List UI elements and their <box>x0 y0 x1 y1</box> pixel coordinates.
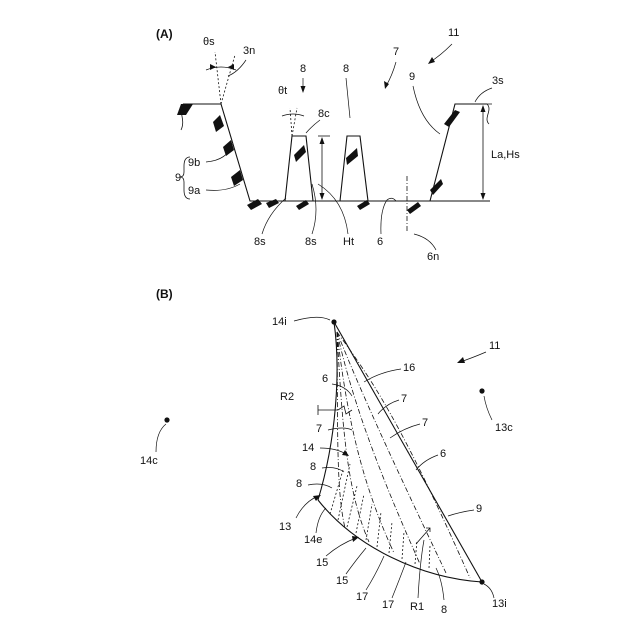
label-9: 9 <box>409 71 415 83</box>
panel-b-plan-view: (B) <box>140 287 513 616</box>
panel-b-label: (B) <box>156 287 173 301</box>
label-7-a: 7 <box>401 393 407 405</box>
block-inner-edge <box>318 322 337 500</box>
label-3s: 3s <box>492 75 504 87</box>
label-8c: 8c <box>318 108 330 120</box>
label-6-a: 6 <box>322 373 328 385</box>
right-break-line <box>487 104 489 124</box>
label-r2: R2 <box>280 391 294 403</box>
label-15-a: 15 <box>316 557 328 569</box>
label-14: 14 <box>302 442 314 454</box>
label-11-b: 11 <box>489 340 500 352</box>
label-8-c: 8 <box>441 604 447 616</box>
block-arc-edge-14e <box>318 500 482 582</box>
label-13: 13 <box>279 521 291 533</box>
label-14i: 14i <box>272 316 287 328</box>
label-16: 16 <box>403 362 415 374</box>
label-17-a: 17 <box>356 591 368 603</box>
label-r1: R1 <box>410 601 424 613</box>
point-13c <box>479 388 484 393</box>
point-14i <box>331 319 336 324</box>
label-14e: 14e <box>304 534 322 546</box>
point-13i <box>479 579 484 584</box>
theta-t-label: θt <box>278 85 287 97</box>
label-3n: 3n <box>243 45 255 57</box>
label-6n: 6n <box>427 251 439 263</box>
label-8-a: 8 <box>310 461 316 473</box>
label-8-a: 8 <box>300 63 306 75</box>
label-8s-2: 8s <box>305 236 317 248</box>
label-9-b: 9 <box>476 503 482 515</box>
label-6-b: 6 <box>440 448 446 460</box>
label-11: 11 <box>448 27 459 39</box>
label-7-c: 7 <box>422 417 428 429</box>
label-17-b: 17 <box>382 599 394 611</box>
label-13c: 13c <box>495 422 513 434</box>
label-9b: 9b <box>188 157 200 169</box>
panel-a-cross-section: (A) <box>156 27 520 263</box>
label-15-b: 15 <box>336 575 348 587</box>
label-14c: 14c <box>140 455 158 467</box>
label-8-b: 8 <box>296 478 302 490</box>
label-7-b: 7 <box>316 423 322 435</box>
label-13i: 13i <box>492 598 507 610</box>
label-7: 7 <box>393 46 399 58</box>
label-8s-1: 8s <box>254 236 266 248</box>
panel-a-label: (A) <box>156 27 173 41</box>
label-9-left: 9 <box>175 172 181 184</box>
label-la-hs: La,Hs <box>491 149 520 161</box>
label-ht: Ht <box>343 236 354 248</box>
label-6: 6 <box>377 236 383 248</box>
point-14c <box>164 417 169 422</box>
theta-s-label: θs <box>203 36 215 48</box>
label-8-b: 8 <box>343 63 349 75</box>
label-9a: 9a <box>188 185 201 197</box>
